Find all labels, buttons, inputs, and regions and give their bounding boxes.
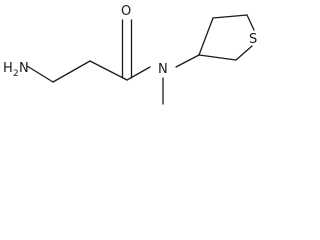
ring-s-label: S	[249, 32, 257, 47]
bond-ring-c4-c5	[212, 14, 248, 19]
bond-n-ch2	[26, 65, 54, 83]
carbonyl-o-label: O	[121, 4, 131, 19]
amine-h-label: H	[3, 61, 13, 76]
bond-ring-c3-c4	[198, 17, 214, 56]
amine-n-label: N	[19, 61, 29, 76]
bond-ch2-co	[89, 60, 128, 81]
bond-ch2-ch2	[52, 60, 91, 83]
bond-ring-c2-c3	[198, 54, 237, 61]
amine-subscript-label: 2	[13, 69, 19, 79]
molecule-structure: H 2 N O N S	[3, 4, 257, 105]
bond-co-n	[126, 66, 151, 81]
amide-n-label: N	[158, 62, 168, 77]
bond-n-ring	[175, 54, 200, 68]
bond-ring-c5-s	[246, 14, 255, 31]
bond-ring-s-c2	[235, 45, 253, 61]
